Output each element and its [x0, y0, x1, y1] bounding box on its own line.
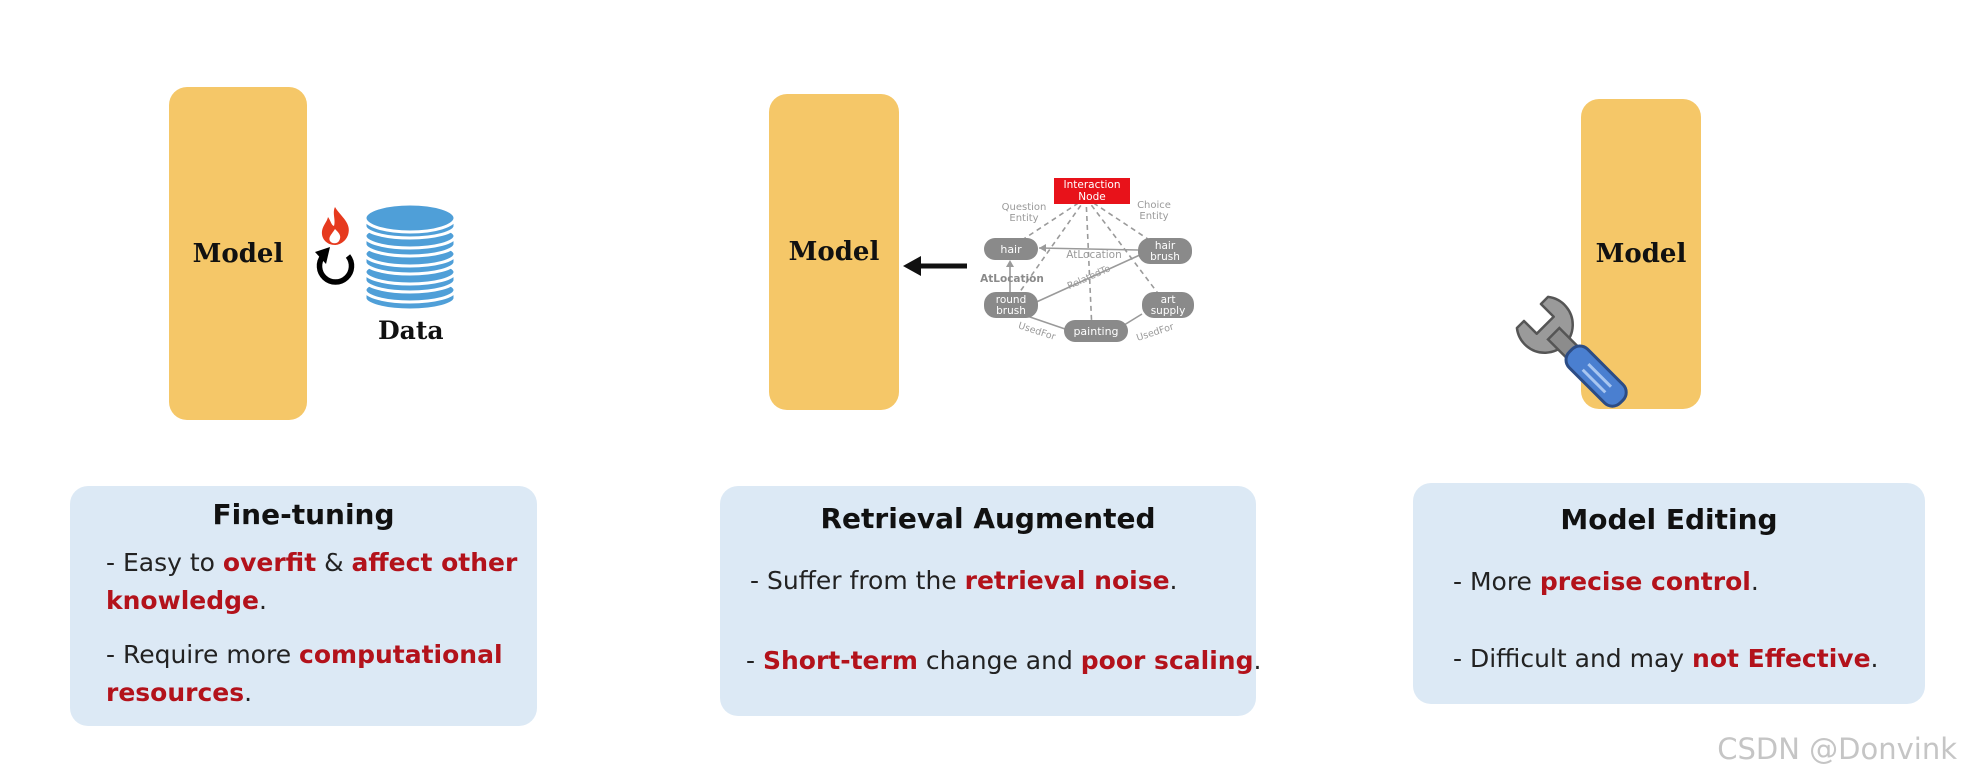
node-painting — [1064, 320, 1128, 342]
model-bar-retrieval: Model — [769, 94, 899, 410]
bullet-line: knowledge. — [106, 582, 267, 620]
model-label: Model — [192, 238, 284, 269]
card-title: Model Editing — [1560, 503, 1778, 536]
bullet-text: . — [1253, 646, 1262, 675]
refresh-icon — [315, 247, 355, 285]
watermark: CSDN @Donvink — [1717, 732, 1957, 766]
bullet-text: - Suffer from the — [750, 566, 965, 595]
bullet-text: - More — [1453, 567, 1540, 596]
edge-label: Question — [1002, 202, 1047, 213]
flame-icon — [321, 207, 349, 245]
interaction-node-label: Node — [1078, 191, 1105, 203]
highlight-text: resources — [106, 678, 245, 707]
bullet-text: & — [316, 548, 352, 577]
bullet-line: - Suffer from the retrieval noise. — [750, 562, 1178, 600]
bullet-text: - Easy to — [106, 548, 223, 577]
node-label: brush — [1150, 251, 1180, 263]
left-arrow-icon — [903, 256, 967, 276]
knowledge-graph: Interaction Node hair hair brush round b… — [980, 178, 1194, 344]
card-editing: Model Editing - More precise control. - … — [1413, 483, 1925, 704]
highlight-text: precise control — [1539, 567, 1751, 596]
edge-label: AtLocation — [1066, 249, 1122, 261]
bullet-text: . — [1169, 566, 1178, 595]
card-title: Fine-tuning — [212, 498, 395, 531]
node-label: hair — [1155, 240, 1176, 252]
model-label: Model — [788, 237, 880, 267]
model-bar-editing: Model — [1581, 99, 1701, 409]
highlight-text: not Effective — [1692, 644, 1871, 673]
data-label: Data — [378, 316, 444, 345]
edge-label: AtLocation — [980, 273, 1044, 285]
bullet-text: . — [1750, 567, 1759, 596]
interaction-node-label: Interaction — [1064, 179, 1121, 191]
node-label: hair — [1000, 243, 1022, 256]
highlight-text: overfit — [222, 548, 317, 577]
node-round-brush — [984, 292, 1038, 318]
highlight-text: affect other — [351, 548, 518, 577]
bullet-line: - Require more computational — [106, 636, 503, 674]
highlight-text: poor scaling — [1080, 646, 1254, 675]
node-label: art — [1161, 294, 1176, 306]
highlight-text: Short-term — [762, 646, 918, 675]
bullet-text: - Require more — [106, 640, 300, 669]
edge-label: RelatedTo — [1066, 263, 1113, 292]
highlight-text: computational — [299, 640, 503, 669]
wrench-icon — [1515, 295, 1628, 408]
bullet-text: - — [746, 646, 763, 675]
bullet-text: . — [244, 678, 253, 707]
bullet-line: - Easy to overfit & affect other — [106, 544, 517, 582]
model-label: Model — [1595, 239, 1687, 269]
edge-label: Choice — [1137, 200, 1171, 211]
node-art-supply — [1142, 292, 1194, 318]
bullet-text: - Difficult and may — [1453, 644, 1693, 673]
bullet-line: - More precise control. — [1453, 563, 1759, 601]
bullet-line: - Short-term change and poor scaling. — [746, 642, 1261, 680]
model-bar-finetuning: Model — [169, 87, 307, 420]
node-label: brush — [996, 305, 1026, 317]
card-title: Retrieval Augmented — [820, 502, 1156, 535]
bullet-text: . — [258, 586, 267, 615]
edge-label: UsedFor — [1135, 321, 1175, 343]
bullet-text: change and — [917, 646, 1081, 675]
interaction-node — [1054, 178, 1130, 204]
bullet-line: - Difficult and may not Effective. — [1453, 640, 1878, 678]
highlight-text: knowledge — [106, 586, 259, 615]
edge-label: Entity — [1139, 211, 1168, 222]
card-retrieval: Retrieval Augmented - Suffer from the re… — [720, 486, 1261, 716]
node-hair-brush — [1138, 238, 1192, 264]
card-finetuning: Fine-tuning - Easy to overfit & affect o… — [70, 486, 537, 726]
node-label: supply — [1151, 305, 1186, 317]
highlight-text: retrieval noise — [964, 566, 1170, 595]
node-label: painting — [1073, 325, 1118, 338]
node-hair — [984, 238, 1038, 260]
edge-label: Entity — [1009, 213, 1038, 224]
database-icon — [363, 202, 457, 312]
bullet-text: . — [1870, 644, 1879, 673]
bullet-line: resources. — [106, 674, 252, 712]
node-label: round — [996, 294, 1027, 306]
